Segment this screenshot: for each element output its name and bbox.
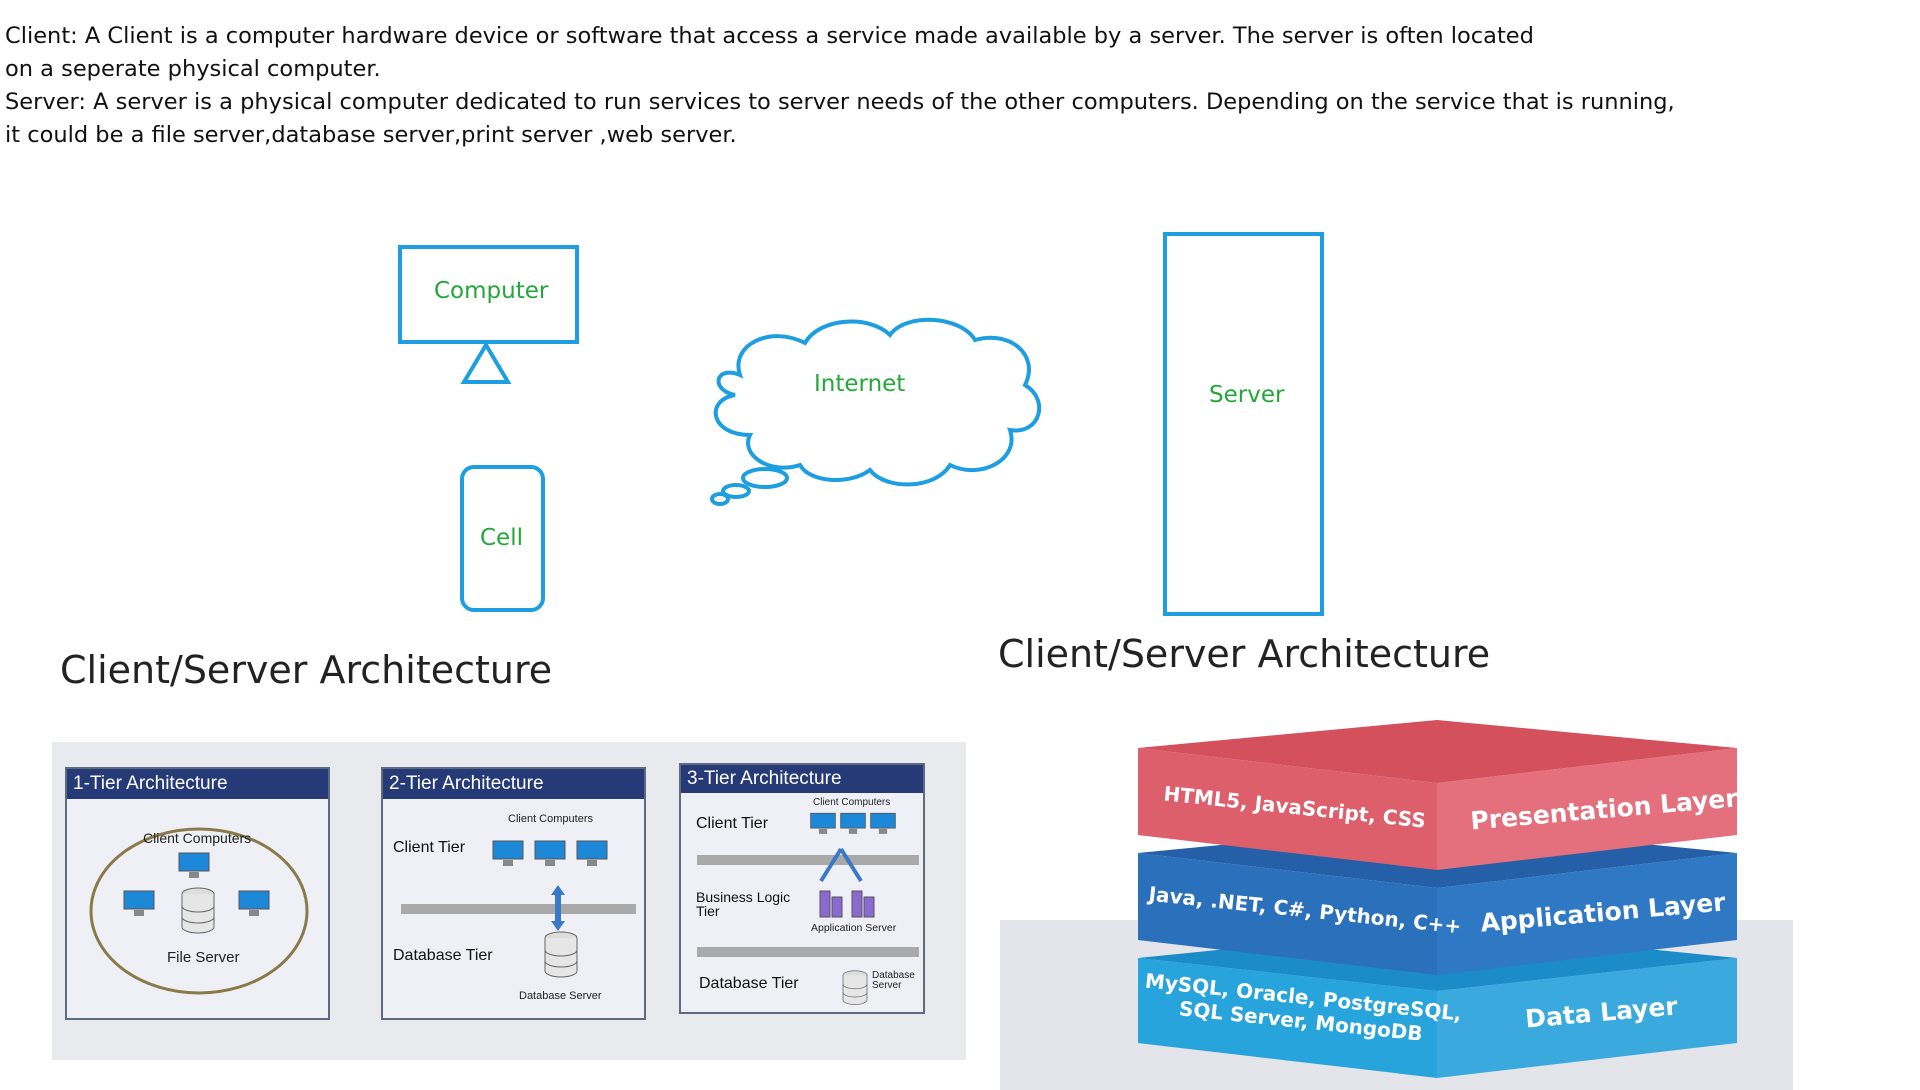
- computer-label: Computer: [434, 278, 549, 304]
- client-definition-line-1: Client: A Client is a computer hardware …: [5, 23, 1534, 49]
- two-tier-divider: [401, 904, 636, 914]
- three-tier-client-computers-label: Client Computers: [813, 797, 891, 808]
- arrows-icon: [819, 847, 863, 883]
- one-tier-title: 1-Tier Architecture: [67, 769, 328, 799]
- three-tier-database-tier-label: Database Tier: [699, 975, 799, 992]
- computer-stand-icon: [460, 342, 512, 384]
- three-tier-application-server-label: Application Server: [811, 922, 897, 934]
- computer-icon: [178, 852, 210, 878]
- application-server-icon: [819, 890, 875, 918]
- client-definition-line-2: on a seperate physical computer.: [5, 56, 381, 82]
- computer-icon: [492, 840, 524, 866]
- presentation-layer-top: [1138, 720, 1737, 783]
- one-tier-file-server-label: File Server: [167, 949, 240, 966]
- layer-stack: [1138, 720, 1737, 1078]
- server-label: Server: [1209, 382, 1285, 408]
- database-icon: [544, 931, 578, 978]
- three-tier-database-server-line-1: Database: [872, 970, 915, 981]
- computer-icon: [870, 812, 896, 834]
- cell-label: Cell: [480, 525, 523, 551]
- two-tier-client-tier-label: Client Tier: [393, 839, 466, 856]
- cell-box: [460, 465, 545, 612]
- presentation-layer-side: [1437, 748, 1737, 870]
- one-tier-ellipse: [89, 827, 309, 995]
- architecture-heading-right: Client/Server Architecture: [998, 632, 1491, 676]
- data-layer-side: [1437, 958, 1737, 1078]
- three-tier-business-logic-line-1: Business Logic: [696, 889, 791, 905]
- three-tier-title: 3-Tier Architecture: [681, 765, 923, 793]
- two-tier-client-computers-label: Client Computers: [508, 813, 593, 825]
- computer-icon: [238, 890, 270, 916]
- computer-icon: [840, 812, 866, 834]
- double-arrow-icon: [551, 885, 565, 931]
- two-tier-database-server-label: Database Server: [519, 990, 602, 1002]
- server-definition-line-1: Server: A server is a physical computer …: [5, 89, 1675, 115]
- three-tier-divider-top: [697, 855, 919, 865]
- internet-cloud-icon: [710, 317, 1042, 506]
- three-tier-database-server-line-2: Server: [872, 980, 902, 991]
- internet-label: Internet: [814, 371, 906, 397]
- database-icon: [181, 887, 215, 934]
- three-tier-client-tier-label: Client Tier: [696, 815, 769, 832]
- server-box: [1163, 232, 1324, 616]
- presentation-layer-front: [1138, 748, 1437, 870]
- two-tier-panel: 2-Tier Architecture Client Computers Cli…: [381, 767, 646, 1020]
- three-tier-panel: 3-Tier Architecture Client Computers Cli…: [679, 763, 925, 1014]
- computer-icon: [534, 840, 566, 866]
- three-tier-database-server-label: Database Server: [872, 971, 915, 991]
- server-definition-line-2: it could be a file server,database serve…: [5, 122, 737, 148]
- three-tier-business-logic-line-2: Tier: [696, 903, 720, 919]
- computer-icon: [576, 840, 608, 866]
- computer-icon: [810, 812, 836, 834]
- computer-icon: [123, 890, 155, 916]
- intro-text: Client: A Client is a computer hardware …: [5, 20, 1805, 152]
- application-layer-front: [1138, 853, 1437, 975]
- one-tier-panel: 1-Tier Architecture Client Computers Fil…: [65, 767, 330, 1020]
- architecture-heading-left: Client/Server Architecture: [60, 648, 553, 692]
- two-tier-database-tier-label: Database Tier: [393, 947, 493, 964]
- application-layer-side: [1437, 853, 1737, 975]
- one-tier-client-computers-label: Client Computers: [143, 830, 252, 846]
- database-icon: [842, 970, 868, 1005]
- two-tier-title: 2-Tier Architecture: [383, 769, 644, 799]
- three-tier-divider-bottom: [697, 947, 919, 957]
- three-tier-business-logic-label: Business Logic Tier: [696, 890, 790, 918]
- computer-box: [398, 245, 579, 344]
- data-layer-front: [1138, 958, 1437, 1078]
